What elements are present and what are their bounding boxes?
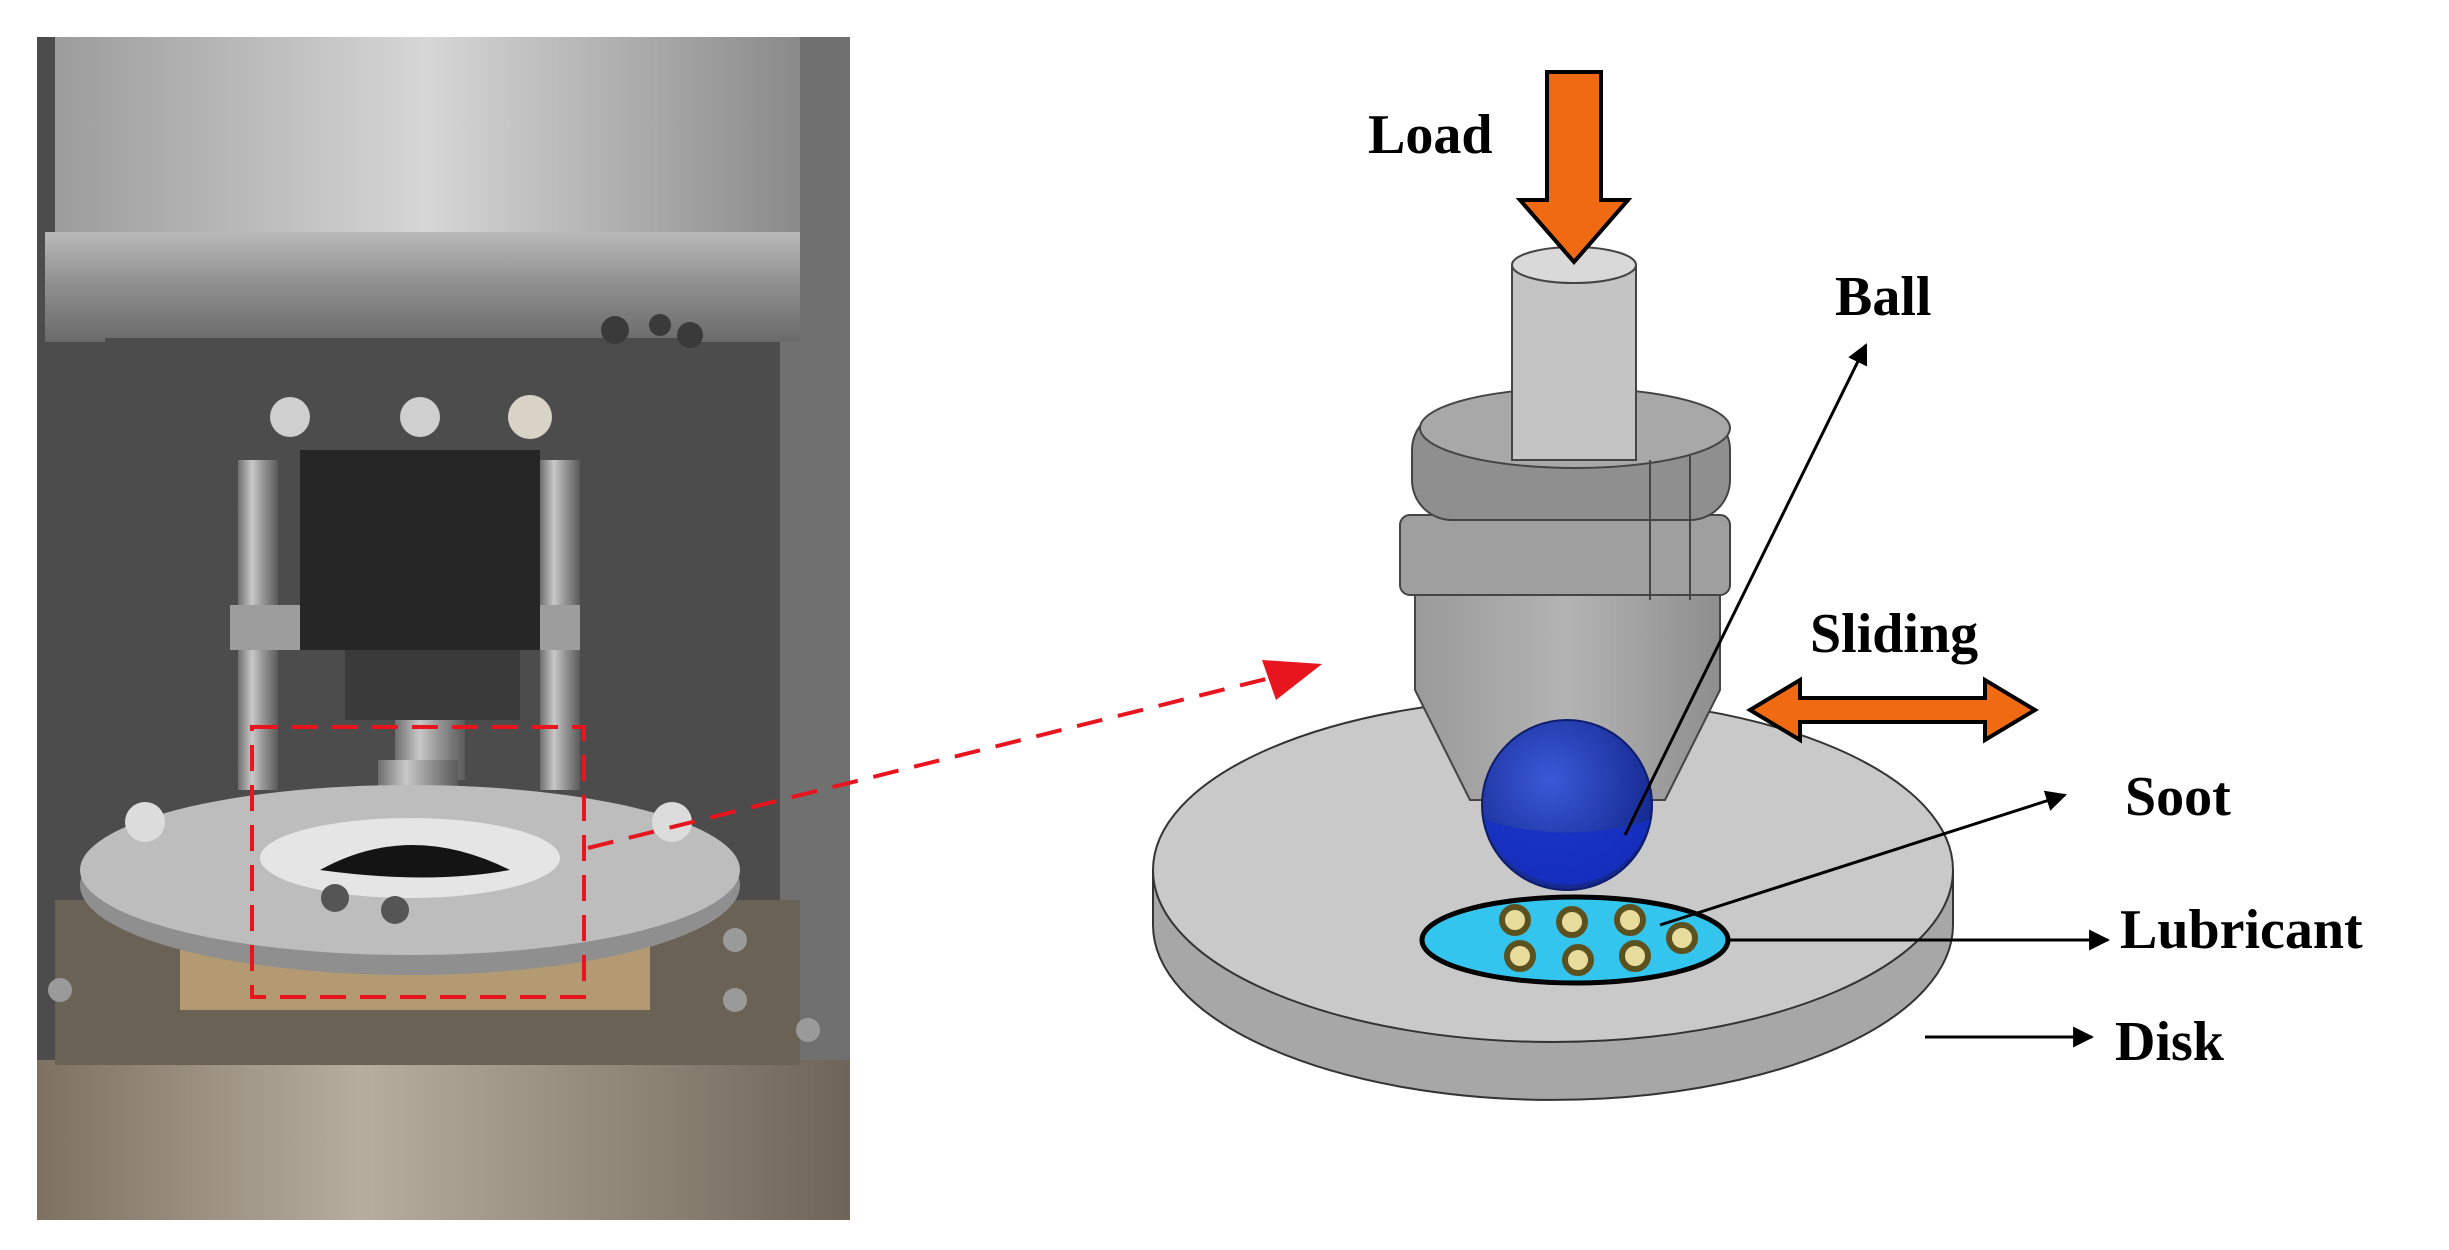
ball-lower-band [1485,820,1650,885]
disk-hole [381,896,409,924]
base-screw [723,988,747,1012]
base-screw [796,1018,820,1042]
tribometer-photo [37,37,850,1220]
label-sliding: Sliding [1810,603,1978,665]
soot-particle [1504,940,1536,972]
motor-housing-plate [45,232,800,342]
holder-lower-collar [1399,514,1731,596]
load-shaft [1511,264,1637,461]
load-cell-lower [345,650,520,720]
plate-hole [649,314,671,336]
plate-hole [601,316,629,344]
bolt-head [400,397,440,437]
ball-on-disk-schematic: Load Ball Sliding Soot Lubricant Disk [1152,70,2363,1101]
soot-particle [1666,922,1698,954]
label-soot: Soot [2125,766,2231,828]
zoom-arrow [587,660,1322,850]
label-ball: Ball [1835,266,1931,328]
disk-hole [321,884,349,912]
base-screw [48,978,72,1002]
label-disk: Disk [2115,1011,2225,1073]
load-arrow [1515,70,1633,266]
disk-screw [652,802,692,842]
soot-particle [1562,944,1594,976]
motor-housing [55,37,800,237]
base-block [37,1060,850,1220]
base-screw [723,928,747,952]
bolt-head [270,397,310,437]
lubricant-pool-photo [320,845,510,878]
mounting-plate [105,338,685,458]
disk-screw [125,802,165,842]
plate-hole [677,322,703,348]
load-cell-block [300,450,540,650]
soot-pointer [1659,790,2067,927]
soot-particle [1556,906,1588,938]
sliding-arrow [1746,676,2039,744]
lubricant-droplet [1419,894,1731,986]
label-lubricant: Lubricant [2120,899,2363,961]
zoom-region-box [250,725,586,999]
soot-particles [1499,904,1698,976]
ball-pointer [1623,343,1868,836]
soot-particle [1499,904,1531,936]
bolt-head [508,395,552,439]
soot-particle [1614,904,1646,936]
soot-particle [1619,940,1651,972]
label-load: Load [1368,104,1493,166]
